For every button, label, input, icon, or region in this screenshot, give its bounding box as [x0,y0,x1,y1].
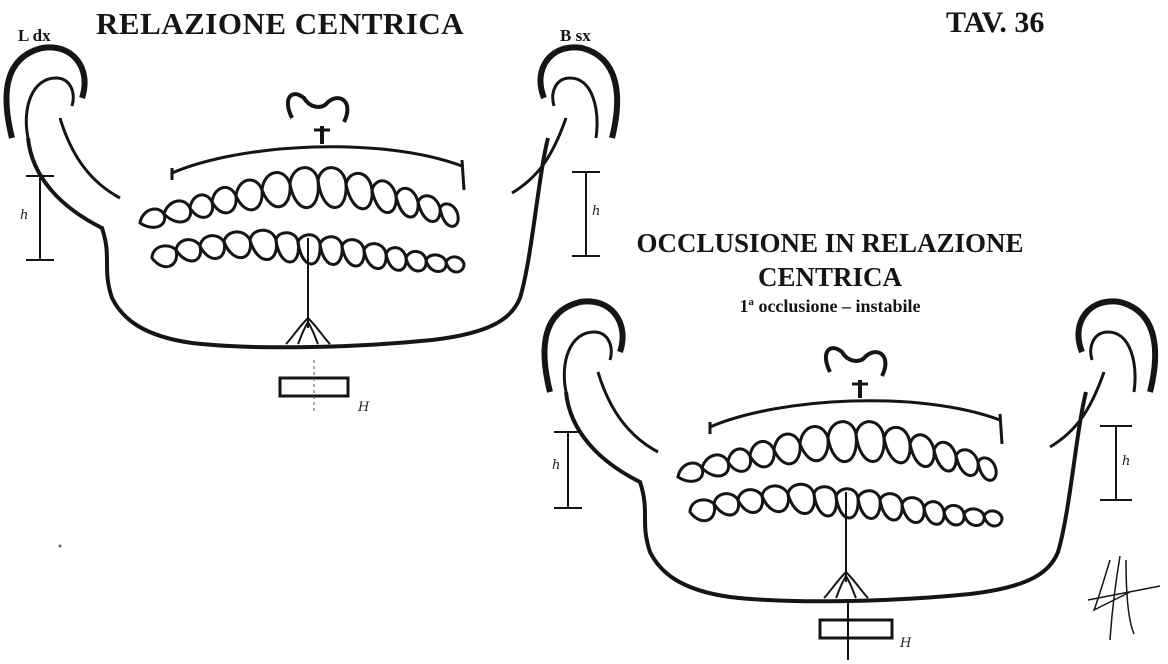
vertical-measure-left-bottom [554,432,582,508]
vertical-measure-right-top [572,172,600,256]
signature-mark-icon [1088,556,1160,640]
jaw-drawing-centric-relation [6,47,617,347]
horizontal-measure-bottom [820,600,892,660]
jaw-drawing-occlusion-centric-relation [544,301,1155,601]
vertical-measure-right-bottom [1100,426,1132,500]
paper-speck [59,545,62,548]
horizontal-measure-top [280,360,348,412]
